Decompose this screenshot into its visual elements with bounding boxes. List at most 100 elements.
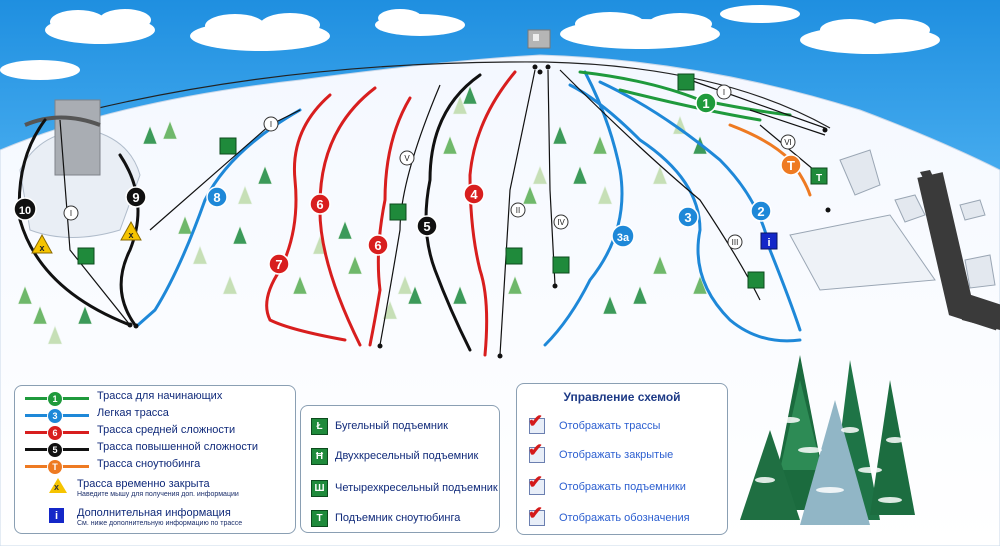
trail-2 (598, 80, 802, 332)
tree-icon (572, 165, 588, 185)
lift-legend-label: Четырехкресельный подъемник (335, 482, 498, 494)
lift-marker-VI: VI (780, 134, 796, 150)
closed-warning-icon: x (120, 220, 142, 241)
lift-icons (77, 73, 828, 289)
svg-text:I: I (270, 120, 272, 129)
checkmark-icon: ✔ (528, 472, 544, 492)
toggle-show-markers[interactable]: ✔ Отображать обозначения (528, 504, 690, 526)
trail-number-markers[interactable]: 1 2 3 3a 4 5 6 6 7 8 9 10 T (13, 92, 802, 275)
svg-text:x: x (128, 230, 133, 240)
svg-text:8: 8 (213, 190, 220, 205)
t-bar-lift-icon: Ł (311, 418, 328, 435)
warning-x-icon: x (54, 482, 60, 492)
trail-6b (368, 96, 412, 347)
lift-legend-label: Бугельный подъемник (335, 420, 448, 432)
tower-building-icon (19, 99, 141, 238)
trail-marker-3a: 3a (611, 224, 635, 248)
closed-trail-warnings[interactable]: x x (31, 220, 142, 254)
lift-legend: Ł Бугельный подъемник Ħ Двухкресельный п… (300, 405, 500, 533)
summit-lift-cable (89, 61, 831, 129)
tree-icon (142, 125, 158, 145)
lift-icon (389, 203, 407, 221)
warning-triangle-icon (49, 478, 67, 493)
lift-marker-IV: IV (553, 214, 569, 230)
toggle-show-lifts[interactable]: ✔ Отображать подъемники (528, 473, 686, 495)
lift-terminals (127, 64, 831, 359)
legend-item-closed: x Трасса временно закрыта Наведите мышу … (15, 478, 295, 504)
checkmark-icon: ✔ (528, 440, 544, 460)
svg-text:I: I (70, 209, 72, 218)
tree-icon (77, 305, 93, 325)
svg-text:III: III (732, 238, 739, 247)
legend-badge: 5 (47, 442, 63, 458)
toggle-show-closed[interactable]: ✔ Отображать закрытые (528, 441, 674, 463)
lift-icon (77, 247, 95, 265)
legend-item-info: i Дополнительная информация См. ниже доп… (15, 507, 295, 531)
legend-badge: 1 (47, 391, 63, 407)
tree-icon (452, 285, 468, 305)
closed-warning-icon: x (31, 233, 53, 254)
toggle-label[interactable]: Отображать обозначения (559, 512, 690, 524)
lift-marker-I-center: I (263, 116, 279, 132)
info-icon: i (49, 508, 64, 523)
trail-marker-9: 9 (125, 186, 147, 208)
trail-legend: 1 Трасса для начинающих 3 Легкая трасса … (14, 385, 296, 534)
svg-text:5: 5 (423, 219, 430, 234)
lift-legend-item-tbar: Ł Бугельный подъемник (301, 418, 499, 436)
checkbox[interactable]: ✔ (528, 441, 545, 463)
tree-icon (192, 245, 208, 265)
tree-icon (632, 285, 648, 305)
checkmark-icon: ✔ (528, 411, 544, 431)
lift-marker-I-left: I (63, 205, 79, 221)
checkbox[interactable]: ✔ (528, 473, 545, 495)
tree-icon (592, 135, 608, 155)
legend-note: См. ниже дополнительную информацию по тр… (77, 520, 243, 527)
legend-item-easy: 3 Легкая трасса (15, 407, 295, 424)
checkmark-icon: ✔ (528, 503, 544, 523)
trails (17, 70, 812, 357)
tree-icon (257, 165, 273, 185)
legend-label: Легкая трасса (97, 407, 169, 419)
legend-item-intermediate: 6 Трасса средней сложности (15, 424, 295, 441)
trail-3 (568, 83, 802, 343)
tree-icon (17, 285, 33, 305)
svg-text:6: 6 (316, 197, 323, 212)
legend-item-advanced: 5 Трасса повышенной сложности (15, 441, 295, 458)
toggle-label[interactable]: Отображать закрытые (559, 449, 674, 461)
trail-marker-3: 3 (677, 206, 699, 228)
svg-text:3a: 3a (617, 232, 630, 244)
tree-icon (407, 285, 423, 305)
lift-marker-I-right: I (716, 84, 732, 100)
legend-label: Трасса для начинающих (97, 390, 223, 402)
trail-marker-6b: 6 (367, 234, 389, 256)
svg-text:2: 2 (757, 204, 764, 219)
svg-text:6: 6 (374, 238, 381, 253)
trail-1b (618, 88, 762, 122)
tree-icon (177, 215, 193, 235)
double-chair-icon: Ħ (311, 448, 328, 465)
checkbox[interactable]: ✔ (528, 504, 545, 526)
toggle-label[interactable]: Отображать подъемники (559, 481, 686, 493)
tree-icon (652, 165, 668, 185)
legend-item-tubing: T Трасса сноутюбинга (15, 458, 295, 475)
toggle-label[interactable]: Отображать трассы (559, 420, 661, 432)
toggle-show-trails[interactable]: ✔ Отображать трассы (528, 412, 661, 434)
legend-badge: 6 (47, 425, 63, 441)
tree-icon (602, 295, 618, 315)
checkbox[interactable]: ✔ (528, 412, 545, 434)
svg-text:x: x (39, 243, 44, 253)
trail-marker-8: 8 (206, 186, 228, 208)
trail-marker-1: 1 (695, 92, 717, 114)
legend-label: Трасса средней сложности (97, 424, 236, 436)
lift-icon (677, 73, 695, 91)
base-buildings-icon (789, 149, 996, 291)
info-marker-icon[interactable]: i (760, 232, 778, 250)
trees (17, 85, 708, 345)
control-panel-title: Управление схемой (563, 390, 681, 404)
lift-legend-label: Двухкресельный подъемник (335, 450, 479, 462)
tree-icon (237, 185, 253, 205)
trail-marker-4: 4 (463, 183, 485, 205)
summit-building-icon (527, 29, 551, 49)
svg-text:I: I (723, 88, 725, 97)
